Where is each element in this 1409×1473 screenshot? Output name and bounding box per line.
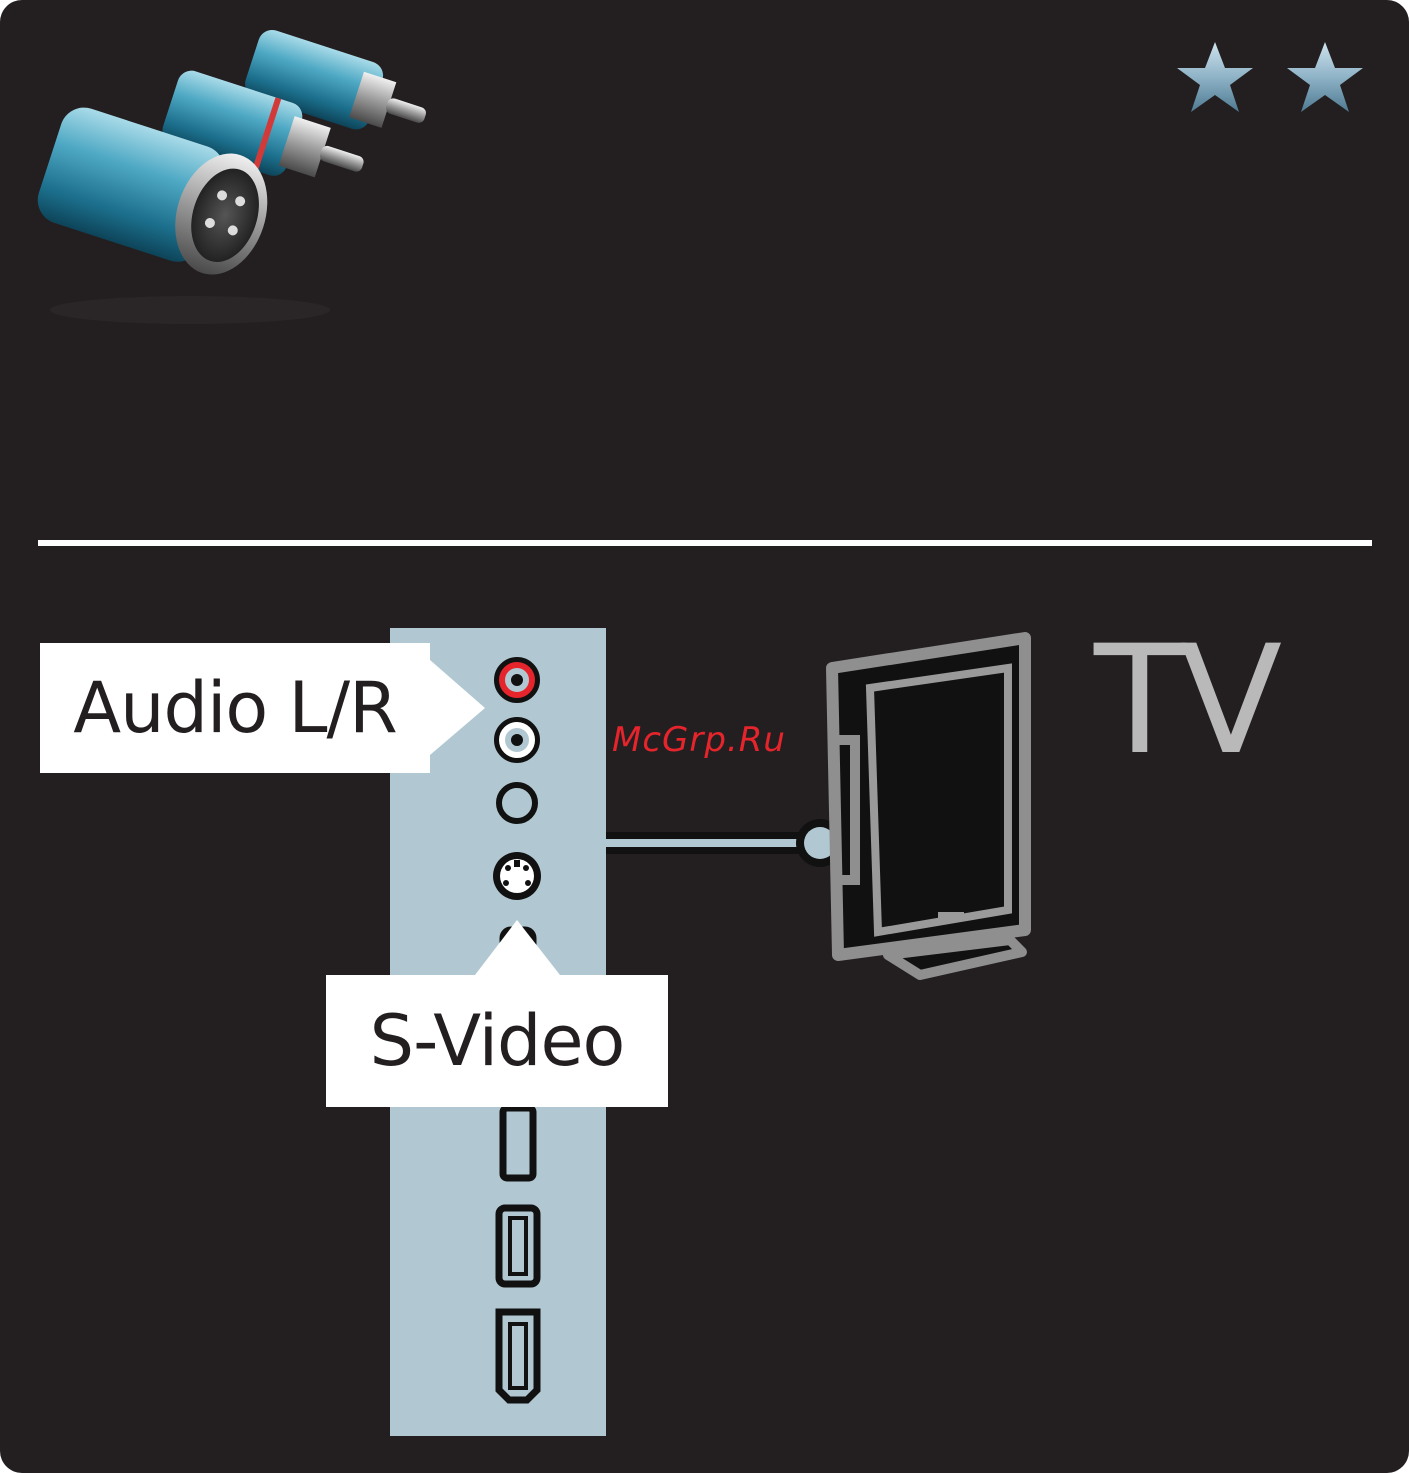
rca-connectors-icon	[20, 20, 440, 340]
svideo-label: S-Video	[326, 975, 668, 1107]
star-icon	[1177, 42, 1253, 112]
star-icon	[1287, 42, 1363, 112]
tv-label: TV	[1094, 626, 1276, 776]
audio-lr-label: Audio L/R	[40, 643, 430, 773]
svideo-cable	[606, 819, 844, 867]
rating	[1170, 34, 1380, 124]
tv-icon	[832, 638, 1025, 975]
watermark-text: McGrp.Ru	[612, 720, 786, 760]
section-divider	[38, 540, 1372, 546]
